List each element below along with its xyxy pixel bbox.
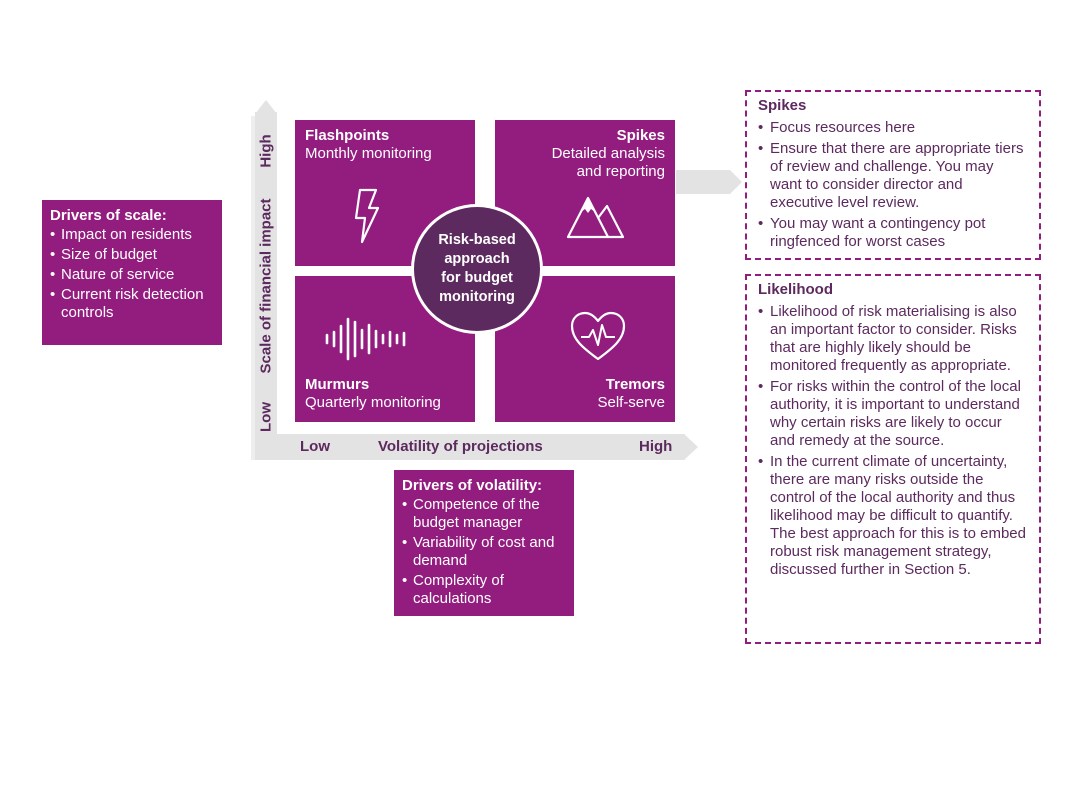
- list-item: You may want a contingency pot ringfence…: [758, 215, 1029, 251]
- quadrant-title: Tremors: [605, 376, 665, 393]
- list-item: Size of budget: [50, 246, 214, 264]
- center-line: for budget: [441, 270, 513, 286]
- x-axis: [255, 434, 685, 460]
- x-axis-high-label: High: [639, 438, 673, 455]
- x-axis-arrow: [684, 434, 698, 460]
- heart-pulse-icon: [570, 311, 626, 361]
- quadrant-subtitle-line1: Detailed analysis: [551, 145, 665, 162]
- list-item: Current risk detection controls: [50, 286, 214, 322]
- y-axis: [255, 112, 277, 460]
- spikes-detail-box: Spikes Focus resources here Ensure that …: [745, 90, 1041, 260]
- y-axis-high-label: High: [257, 134, 275, 168]
- list-item: Nature of service: [50, 266, 214, 284]
- sound-wave-icon: [325, 317, 406, 361]
- quadrant-title: Flashpoints: [305, 127, 390, 144]
- y-axis-arrow: [255, 100, 277, 114]
- list-item: Competence of the budget manager: [402, 496, 566, 532]
- list-item: In the current climate of uncertainty, t…: [758, 453, 1029, 579]
- list-item: For risks within the control of the loca…: [758, 378, 1029, 450]
- quadrant-subtitle: Quarterly monitoring: [305, 394, 441, 411]
- box-title: Drivers of scale:: [50, 207, 167, 224]
- center-line: Risk-based: [438, 232, 516, 248]
- y-axis-shadow: [251, 116, 255, 460]
- y-axis-title: Scale of financial impact: [257, 198, 275, 374]
- lightning-icon: [354, 188, 380, 244]
- connector-arrow: [676, 170, 730, 194]
- quadrant-title: Murmurs: [305, 376, 370, 393]
- likelihood-box: Likelihood Likelihood of risk materialis…: [745, 274, 1041, 644]
- list-item: Likelihood of risk materialising is also…: [758, 303, 1029, 375]
- x-axis-title: Volatility of projections: [378, 438, 543, 455]
- box-title: Likelihood: [758, 281, 833, 298]
- box-title: Drivers of volatility:: [402, 477, 543, 494]
- center-line: approach: [444, 251, 510, 267]
- connector-arrow-tip: [730, 170, 742, 194]
- quadrant-subtitle-line2: and reporting: [576, 163, 665, 180]
- box-title: Spikes: [758, 97, 807, 114]
- drivers-of-volatility-box: Drivers of volatility: Competence of the…: [394, 470, 574, 616]
- list-item: Ensure that there are appropriate tiers …: [758, 140, 1029, 212]
- center-risk-based-approach: Risk-based approach for budget monitorin…: [411, 204, 543, 334]
- mountains-icon: [566, 196, 625, 239]
- quadrant-title: Spikes: [616, 127, 665, 144]
- center-line: monitoring: [439, 289, 515, 305]
- quadrant-subtitle: Self-serve: [597, 394, 665, 411]
- list-item: Focus resources here: [758, 119, 1029, 137]
- quadrant-subtitle: Monthly monitoring: [305, 145, 432, 162]
- y-axis-low-label: Low: [257, 402, 275, 432]
- x-axis-low-label: Low: [300, 438, 330, 455]
- list-item: Impact on residents: [50, 226, 214, 244]
- drivers-of-scale-box: Drivers of scale: Impact on residents Si…: [42, 200, 222, 345]
- list-item: Complexity of calculations: [402, 572, 566, 608]
- list-item: Variability of cost and demand: [402, 534, 566, 570]
